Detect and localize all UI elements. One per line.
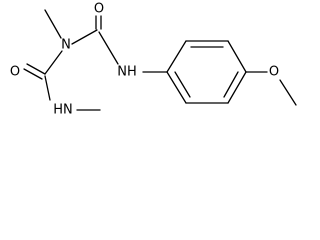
chemical-structure: O N NH O HN O (10, 2, 297, 118)
ring-bond-6 (166, 71, 187, 104)
bond-c2-nh (44, 75, 51, 101)
atom-nh-anilide: NH (117, 65, 137, 80)
bonds (23, 9, 297, 111)
atom-labels: O N NH O HN O (10, 2, 279, 118)
atom-o-methoxy: O (269, 65, 279, 80)
atom-nh-methyl: HN (53, 103, 73, 118)
atom-o-carbonyl-top: O (94, 2, 104, 17)
ring-bond-1 (166, 40, 187, 73)
ring-bond-4 (227, 71, 247, 104)
bond-c2-o-double-a (26, 63, 46, 75)
bond-n-c2 (44, 50, 63, 75)
ring-bond-3 (227, 40, 247, 73)
atom-n-central: N (61, 38, 71, 53)
bond-n-c1 (71, 29, 98, 45)
ring-double-right (223, 71, 239, 98)
bond-n-methyl (44, 9, 62, 39)
bond-c2-o-double-b (23, 68, 43, 80)
bond-o-methyl (279, 79, 297, 106)
atom-o-carbonyl-left: O (10, 65, 20, 80)
bond-c1-nh (98, 31, 119, 65)
ring-double-left (174, 71, 191, 98)
